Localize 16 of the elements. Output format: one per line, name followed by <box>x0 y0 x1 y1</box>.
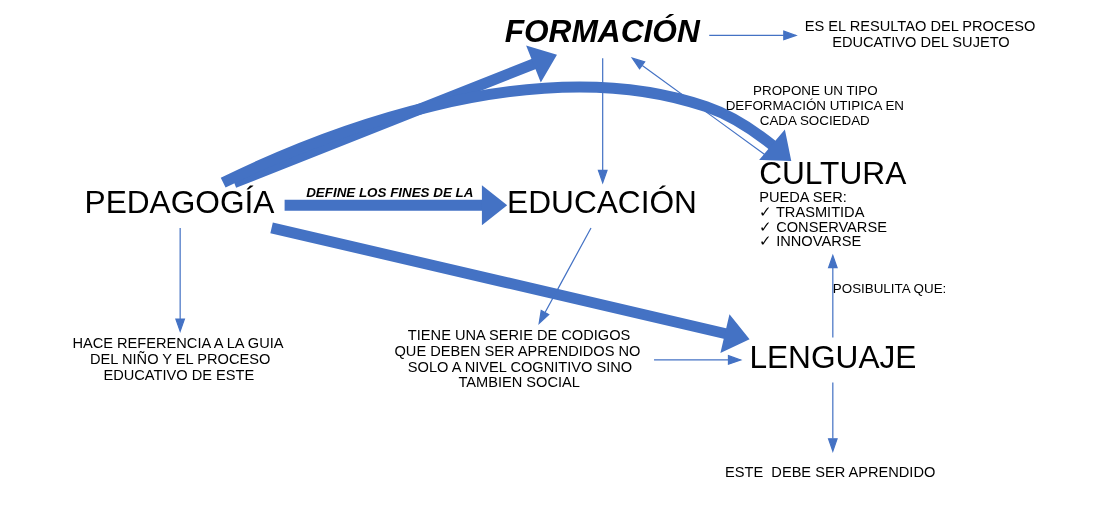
node-text: FORMACIÓN <box>504 12 700 49</box>
node-text: ESTE DEBE SER APRENDIDO <box>724 463 935 480</box>
edge-label: DEFINE LOS FINES DE LA <box>305 184 473 200</box>
node-text: EDUCACIÓN <box>506 183 697 220</box>
node-label: ✓ TRASMITIDA <box>758 203 864 220</box>
edge-label: PROPONE UN TIPO DEFORMACIÓN UTIPICA EN CADA SOCIEDAD <box>725 83 904 128</box>
node-label: PUEDA SER: <box>758 189 847 206</box>
node-label: ✓ INNOVARSE <box>758 233 861 250</box>
node-text: CULTURA <box>758 155 906 192</box>
node-text: ES EL RESULTAO DEL PROCESO EDUCATIVO DEL SUJETO <box>804 18 1035 51</box>
node-text: PEDAGOGÍA <box>84 183 274 220</box>
node-text: TIENE UNA SERIE DE CODIGOS QUE DEBEN SER APRENDIDOS NO SOLO A NIVEL COGNITIVO SINO TAMBIEN SOCIAL <box>393 326 640 391</box>
node-label: ✓ CONSERVARSE <box>758 218 887 235</box>
node-text: LENGUAJE <box>748 338 916 375</box>
edge-label: POSIBULITA QUE: <box>832 280 946 296</box>
node-text: HACE REFERENCIA A LA GUIA DEL NIÑO Y EL PROCESO EDUCATIVO DE ESTE <box>71 334 283 383</box>
